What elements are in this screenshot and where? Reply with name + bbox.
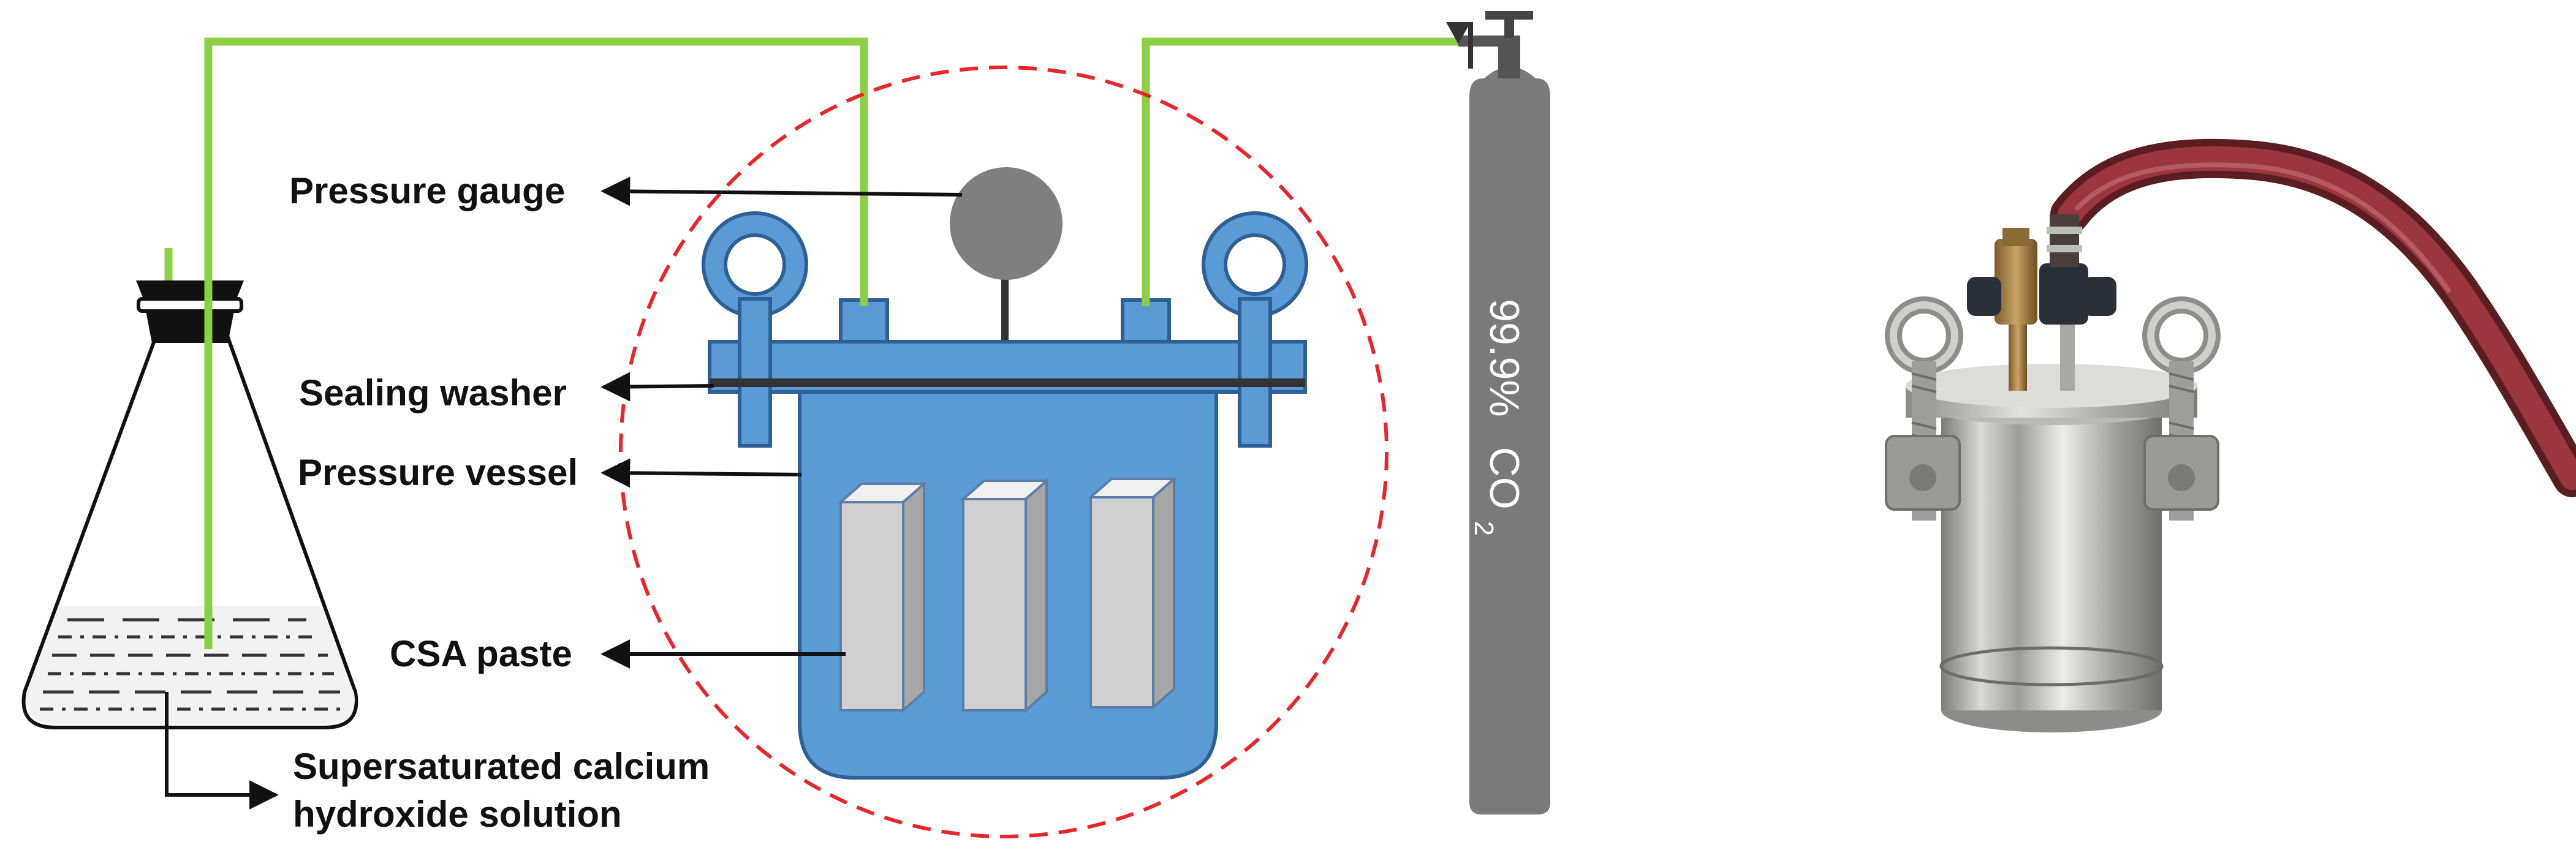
csa-paste-block-3 <box>1087 476 1178 710</box>
arrow-solution <box>165 692 279 810</box>
hose-fitting <box>2050 214 2079 267</box>
right-port <box>1121 298 1171 346</box>
flask-liquid <box>26 606 355 724</box>
gas-formula-subscript: 2 <box>1469 521 1499 536</box>
valve-outlet <box>1458 36 1500 47</box>
label-sealing-washer: Sealing washer <box>299 372 567 413</box>
label-pressure-vessel: Pressure vessel <box>298 452 578 493</box>
co2-cylinder: 99.9% CO 2 <box>1446 11 1550 814</box>
purity-text: 99.9% <box>1481 299 1528 417</box>
liquid-dashes <box>40 618 343 711</box>
arrow-sealing-washer <box>600 372 714 402</box>
valve-stem <box>1504 17 1514 38</box>
photo-left-eye-bolt <box>1885 296 1963 521</box>
csa-paste-block-2 <box>960 478 1050 713</box>
arrow-pressure-vessel <box>600 458 802 488</box>
valve-block-right <box>2039 263 2088 325</box>
gas-formula-text: CO <box>1481 447 1528 510</box>
co2-label: 99.9% CO 2 <box>1469 299 1528 536</box>
left-eye-bolt <box>702 211 808 448</box>
flask-rim <box>137 297 243 313</box>
vessel-can <box>1941 404 2162 710</box>
sealing-washer-band <box>710 378 1305 387</box>
zoom-circle <box>619 66 1388 838</box>
cylinder-neck <box>1498 36 1520 78</box>
right-eye-bolt <box>1202 211 1308 448</box>
label-pressure-gauge: Pressure gauge <box>289 170 565 211</box>
callouts <box>165 176 963 810</box>
rubber-stopper-top <box>136 280 244 299</box>
pressure-vessel-photo <box>1885 138 2576 732</box>
cylinder-to-vessel-tube <box>1142 37 1458 297</box>
steel-pipe-right <box>2060 312 2075 391</box>
rubber-stopper <box>146 311 234 343</box>
brass-valve <box>1995 239 2037 325</box>
valve-knob-left <box>1967 277 2001 316</box>
regulator-icon <box>1446 22 1471 44</box>
erlenmeyer-flask <box>21 279 358 729</box>
csa-paste-block-1 <box>837 481 928 713</box>
label-solution-line1: Supersaturated calcium <box>293 746 710 787</box>
photo-right-eye-bolt <box>2142 296 2221 521</box>
label-csa-paste: CSA paste <box>390 633 572 674</box>
brass-pipe-left <box>2009 312 2027 391</box>
cylinder-body <box>1469 78 1550 814</box>
label-solution-line2: hydroxide solution <box>293 794 622 835</box>
arrow-pressure-gauge <box>600 176 963 206</box>
pressure-vessel-schematic <box>702 167 1308 780</box>
pressure-gauge-dial <box>950 167 1063 280</box>
left-port <box>839 298 889 346</box>
valve-handle <box>1485 11 1533 20</box>
